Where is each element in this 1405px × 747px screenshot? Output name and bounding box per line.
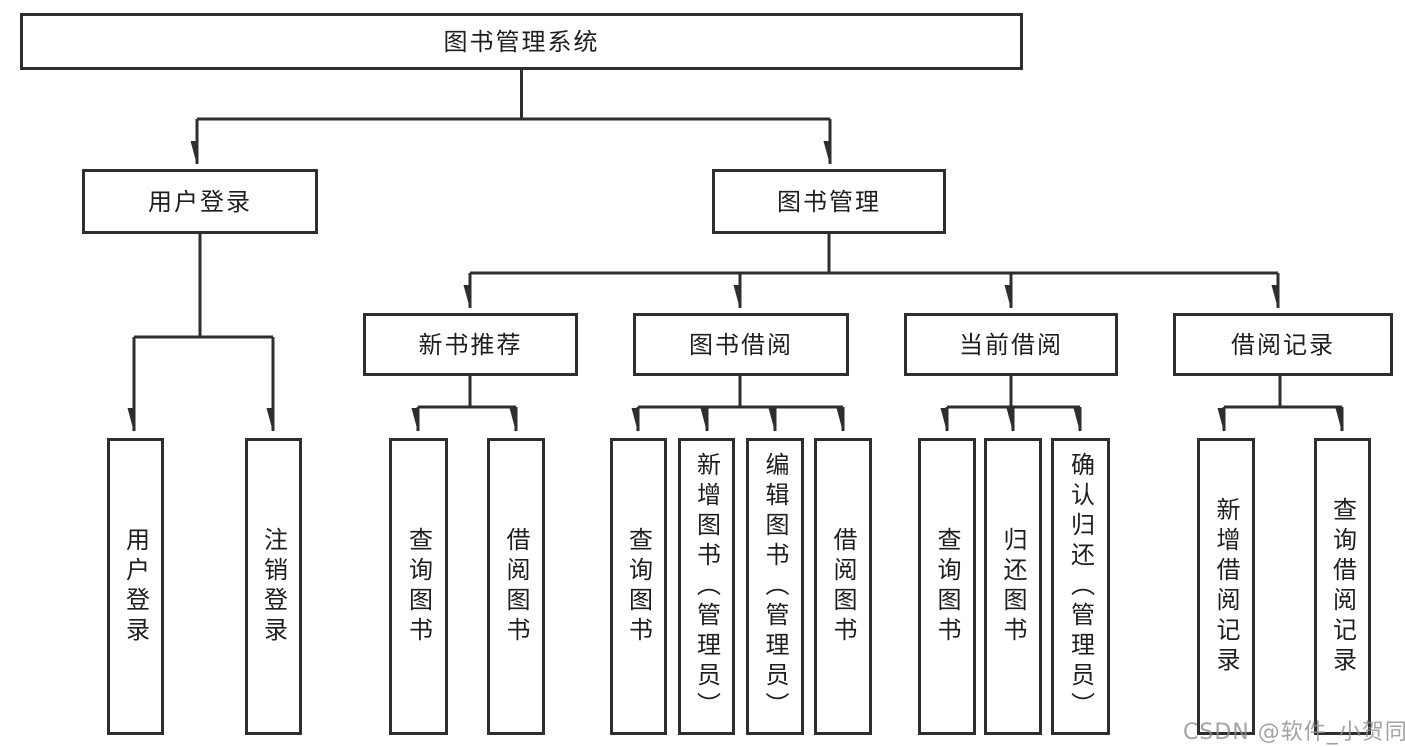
node-new-book-recommend: 新书推荐 (363, 313, 578, 376)
node-label: 新增借阅记录 (1212, 496, 1240, 677)
node-label: 新书推荐 (418, 330, 523, 359)
node-label: 图书管理系统 (443, 27, 600, 56)
node-leaf-query-books-recommend: 查询图书 (389, 438, 448, 735)
node-leaf-query-borrow-record: 查询借阅记录 (1314, 438, 1371, 735)
node-label: 图书管理 (777, 187, 881, 216)
node-label: 图书借阅 (689, 330, 793, 359)
node-label: 查询图书 (933, 526, 961, 647)
node-user-login: 用户登录 (82, 169, 318, 234)
node-label: 当前借阅 (959, 330, 1063, 359)
node-label: 确认归还（管理员） (1066, 451, 1095, 722)
node-label: 注销登录 (259, 526, 288, 647)
node-label: 归还图书 (999, 526, 1027, 647)
node-leaf-user-login: 用户登录 (107, 438, 164, 735)
node-leaf-return-books: 归还图书 (984, 438, 1042, 735)
node-leaf-borrow-books-recommend: 借阅图书 (487, 438, 545, 735)
node-leaf-add-borrow-record: 新增借阅记录 (1197, 438, 1255, 735)
node-label: 查询图书 (404, 526, 433, 647)
node-label: 借阅记录 (1231, 330, 1335, 359)
watermark: CSDN @软件_小贺同学 (1183, 720, 1405, 745)
node-leaf-edit-books-admin: 编辑图书（管理员） (746, 438, 804, 735)
node-leaf-add-books-admin: 新增图书（管理员） (678, 438, 735, 735)
node-label: 借阅图书 (502, 526, 530, 647)
node-current-borrowing: 当前借阅 (904, 313, 1118, 376)
node-label: 新增图书（管理员） (692, 451, 721, 722)
node-label: 查询图书 (624, 526, 653, 647)
node-leaf-borrow-books-borrowing: 借阅图书 (814, 438, 872, 735)
node-borrow-records: 借阅记录 (1173, 313, 1393, 376)
node-book-management: 图书管理 (712, 169, 946, 234)
node-label: 用户登录 (121, 526, 150, 647)
node-label: 用户登录 (148, 187, 252, 216)
node-leaf-logout: 注销登录 (245, 438, 302, 735)
node-leaf-query-books-borrowing: 查询图书 (610, 438, 667, 735)
node-book-borrowing: 图书借阅 (633, 313, 849, 376)
node-label: 编辑图书（管理员） (761, 451, 789, 722)
node-leaf-confirm-return-admin: 确认归还（管理员） (1051, 438, 1110, 735)
node-label: 查询借阅记录 (1328, 496, 1357, 677)
node-root-library-management-system: 图书管理系统 (20, 13, 1023, 70)
node-leaf-query-books-current: 查询图书 (918, 438, 976, 735)
node-label: 借阅图书 (829, 526, 857, 647)
